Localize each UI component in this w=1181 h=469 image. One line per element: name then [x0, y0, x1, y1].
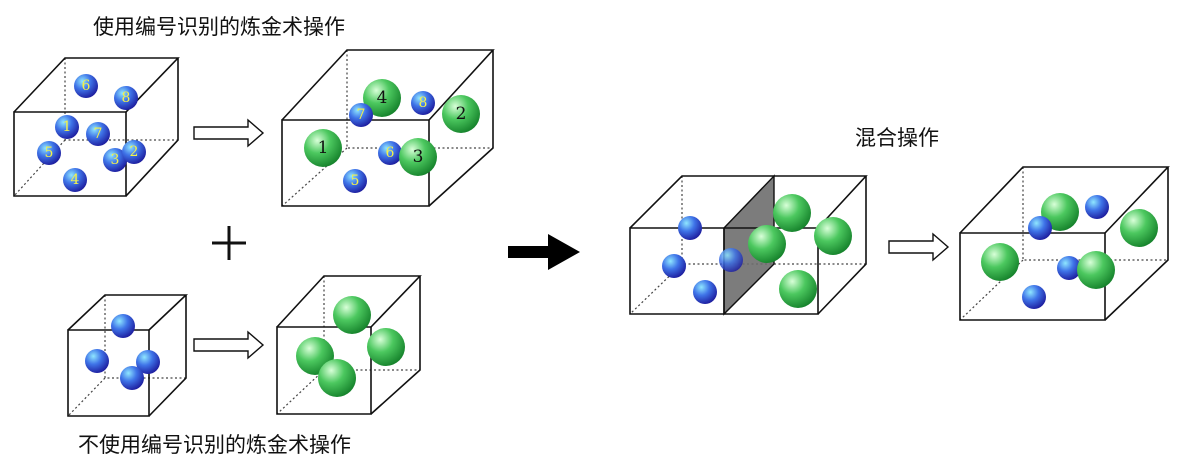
small-ball: [1085, 195, 1109, 219]
ball-number: 4: [377, 88, 388, 108]
ball-number: 2: [130, 144, 139, 160]
ball-number: 1: [318, 138, 329, 158]
small-ball: [1022, 285, 1046, 309]
large-ball: 1: [304, 129, 342, 167]
balls-unnumbered-before: [85, 314, 160, 390]
small-ball: 2: [122, 140, 146, 164]
box-numbered-after: [281, 49, 495, 207]
ball-number: 6: [386, 145, 395, 161]
small-ball: 5: [343, 169, 367, 193]
large-ball: [1077, 251, 1115, 289]
small-ball: 6: [74, 74, 98, 98]
small-ball: 4: [63, 168, 87, 192]
solid-right-arrow-icon: [508, 234, 580, 270]
hollow-right-arrow-icon: [193, 330, 265, 360]
small-ball: [719, 248, 743, 272]
label-mixing: 混合操作: [855, 126, 939, 150]
large-ball: 4: [363, 79, 401, 117]
ball-number: 2: [456, 104, 467, 124]
small-ball: [693, 280, 717, 304]
small-ball: [1028, 216, 1052, 240]
small-ball: 8: [114, 86, 138, 110]
large-ball: [367, 328, 405, 366]
ball-number: 8: [122, 90, 131, 106]
large-ball: [1120, 209, 1158, 247]
small-ball: [678, 216, 702, 240]
balls-unnumbered-after: [296, 296, 405, 397]
plus-sign: [212, 226, 246, 260]
small-ball: 1: [55, 115, 79, 139]
ball-number: 1: [63, 119, 72, 135]
balls-numbered-after: 4 8 2 7 1 6 3 5: [304, 79, 480, 193]
large-ball: [814, 217, 852, 255]
small-ball: 5: [37, 141, 61, 165]
large-ball: 3: [399, 138, 437, 176]
large-ball: [333, 296, 371, 334]
small-ball: [136, 350, 160, 374]
large-ball: [318, 359, 356, 397]
small-ball: [111, 314, 135, 338]
hollow-right-arrow-icon: [888, 232, 950, 262]
box-unnumbered-before: [67, 294, 189, 417]
small-ball: 6: [378, 141, 402, 165]
ball-number: 3: [111, 152, 120, 168]
box-numbered-before: [13, 57, 180, 197]
ball-number: 7: [357, 107, 366, 123]
small-ball: 7: [349, 103, 373, 127]
large-ball: [779, 270, 817, 308]
label-without-numbering: 不使用编号识别的炼金术操作: [78, 433, 351, 457]
large-ball: [1041, 193, 1079, 231]
large-ball: [981, 243, 1019, 281]
small-ball: [1057, 256, 1081, 280]
balls-numbered-before: 6 8 1 7 5 3 2 4: [37, 74, 146, 192]
ball-number: 5: [45, 145, 54, 161]
ball-number: 3: [413, 147, 424, 167]
hollow-right-arrow-icon: [193, 118, 265, 148]
ball-number: 5: [351, 173, 360, 189]
small-ball: 7: [86, 122, 110, 146]
small-ball: [120, 366, 144, 390]
small-ball: [85, 349, 109, 373]
small-ball: 8: [411, 91, 435, 115]
small-ball: 3: [103, 148, 127, 172]
ball-number: 7: [94, 126, 103, 142]
balls-mixing-after: [981, 193, 1158, 309]
ball-number: 4: [71, 172, 80, 188]
large-ball: 2: [442, 95, 480, 133]
large-ball: [773, 194, 811, 232]
ball-number: 6: [82, 78, 91, 94]
small-ball: [662, 254, 686, 278]
large-ball: [748, 225, 786, 263]
ball-number: 8: [419, 95, 428, 111]
label-with-numbering: 使用编号识别的炼金术操作: [93, 15, 345, 39]
balls-mixing-before: [662, 194, 852, 308]
